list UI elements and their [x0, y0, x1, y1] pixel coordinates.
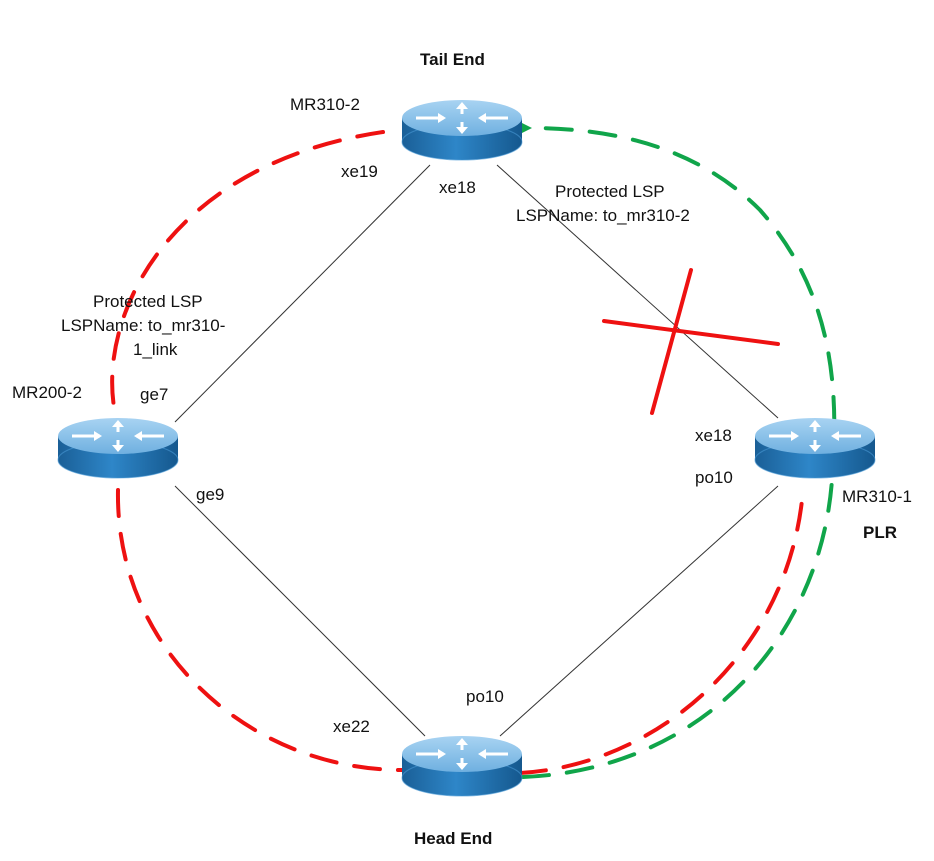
- label-plr: PLR: [863, 523, 897, 542]
- label-lsp-right-2: LSPName: to_mr310-2: [516, 206, 690, 225]
- primary-lsp-path: [110, 130, 805, 775]
- label-lsp-left-1: Protected LSP: [93, 292, 203, 311]
- label-lsp-left-3: 1_link: [133, 340, 178, 359]
- link-mr310-1-head: [499, 485, 779, 737]
- label-lsp-left-2: LSPName: to_mr310-: [61, 316, 226, 335]
- link-mr310-2-mr310-1: [496, 164, 779, 419]
- router-mr200-2-icon[interactable]: [56, 416, 180, 480]
- label-mr310-1: MR310-1: [842, 487, 912, 506]
- link-mr310-2-mr200-2: [174, 164, 431, 423]
- label-if-xe18-top: xe18: [439, 178, 476, 197]
- router-head-end-icon[interactable]: [400, 734, 524, 798]
- label-head-end: Head End: [414, 829, 493, 848]
- label-if-ge7: ge7: [140, 385, 169, 404]
- label-tail-end: Tail End: [420, 50, 485, 69]
- label-mr200-2: MR200-2: [12, 383, 82, 402]
- backup-lsp-path: [521, 122, 837, 779]
- label-if-po10-plr: po10: [695, 468, 733, 487]
- label-lsp-right-1: Protected LSP: [555, 182, 665, 201]
- label-if-xe19: xe19: [341, 162, 378, 181]
- router-mr310-1-icon[interactable]: [753, 416, 877, 480]
- label-if-xe18-plr: xe18: [695, 426, 732, 445]
- label-if-ge9: ge9: [196, 485, 225, 504]
- link-failure-x-icon: [602, 268, 780, 415]
- label-if-xe22: xe22: [333, 717, 370, 736]
- label-mr310-2: MR310-2: [290, 95, 360, 114]
- label-if-po10-head: po10: [466, 687, 504, 706]
- router-mr310-2-icon[interactable]: [400, 98, 524, 162]
- link-mr200-2-head: [174, 485, 426, 737]
